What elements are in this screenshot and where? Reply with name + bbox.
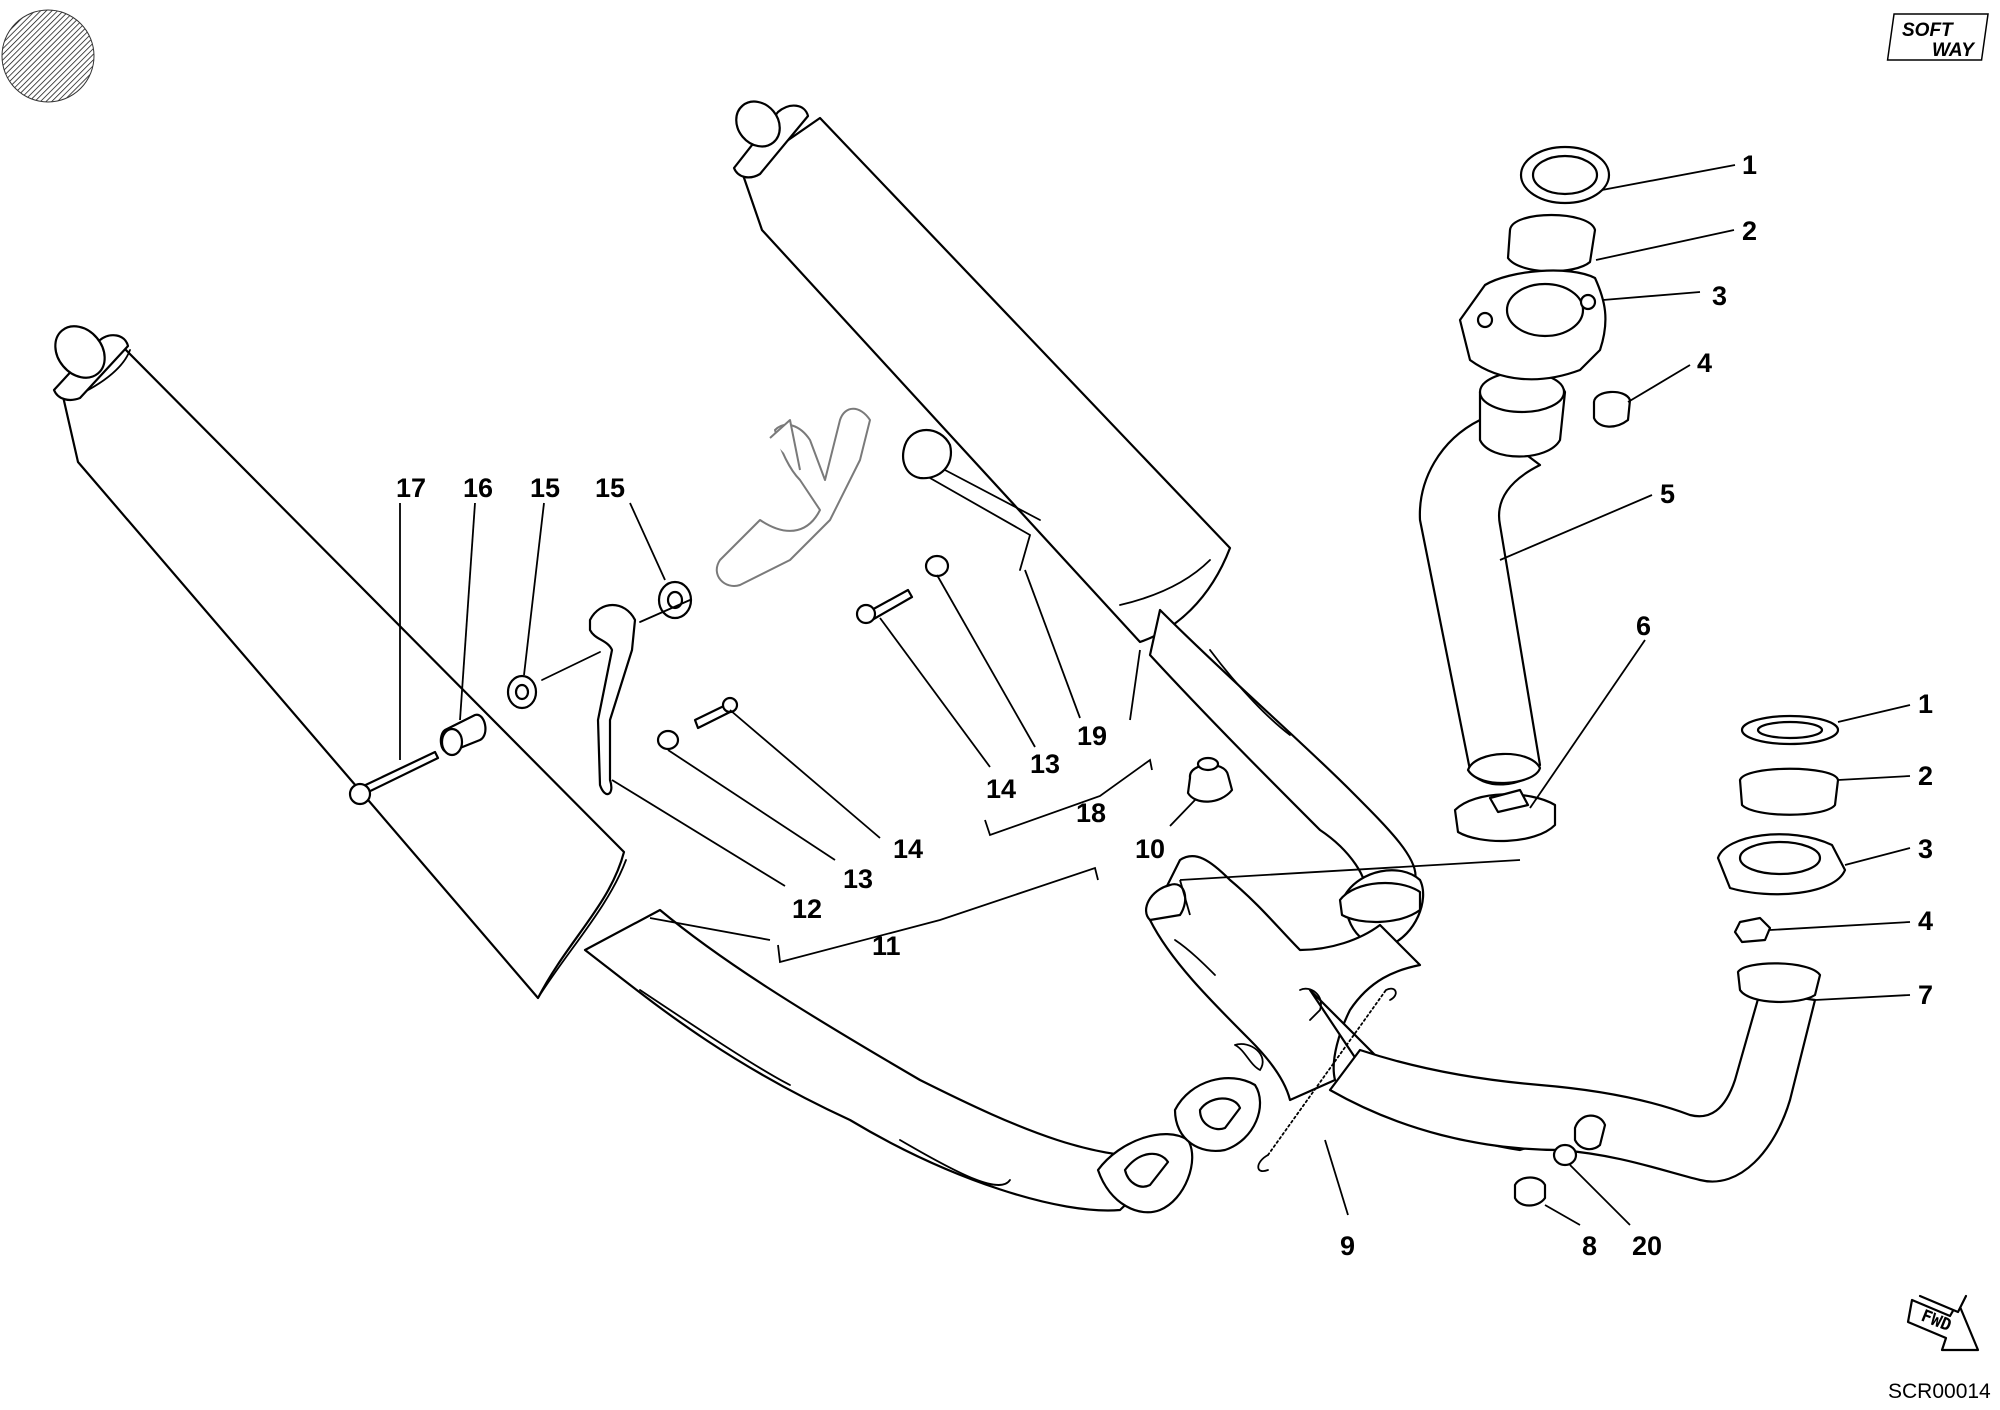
callout-12: 12 xyxy=(792,894,822,924)
hanger-strap-left xyxy=(588,604,637,796)
rubber-mount xyxy=(1186,763,1234,803)
rear-header-pipe xyxy=(1328,962,1822,1183)
corner-seal-icon xyxy=(1,9,95,103)
callout-17: 17 xyxy=(396,473,426,503)
forward-direction-arrow: FWD xyxy=(1906,1294,1980,1352)
callout-13-right: 13 xyxy=(1030,749,1060,779)
softway-logo: SOFT WAY xyxy=(1886,13,1989,61)
callout-16: 16 xyxy=(463,473,493,503)
callout-18: 18 xyxy=(1076,798,1106,828)
washer-13b xyxy=(924,554,950,578)
callout-11: 11 xyxy=(872,931,901,961)
right-silencer xyxy=(732,100,1232,644)
callout-19: 19 xyxy=(1077,721,1107,751)
nut-upper xyxy=(1592,390,1632,428)
callout-2-upper: 2 xyxy=(1742,216,1757,246)
tension-spring xyxy=(1257,987,1397,1172)
callout-4-lower: 4 xyxy=(1918,906,1933,936)
callout-14-left: 14 xyxy=(893,834,923,864)
leader-lines xyxy=(399,164,1911,1226)
sleeve-upper xyxy=(1506,214,1597,273)
callout-5: 5 xyxy=(1660,479,1675,509)
bolt-8 xyxy=(1513,1176,1547,1207)
callout-20: 20 xyxy=(1632,1231,1662,1261)
left-silencer xyxy=(52,325,627,1000)
frame-bracket-ghost xyxy=(715,407,871,587)
callout-3-upper: 3 xyxy=(1712,281,1727,311)
callout-15-right: 15 xyxy=(595,473,625,503)
washer-13a xyxy=(656,729,680,751)
callout-7: 7 xyxy=(1918,980,1933,1010)
callout-15-left: 15 xyxy=(530,473,560,503)
callout-4-upper: 4 xyxy=(1697,348,1712,378)
logo-line2: WAY xyxy=(1932,40,1976,61)
callout-1-upper: 1 xyxy=(1742,150,1757,180)
callout-2-lower: 2 xyxy=(1918,761,1933,791)
callout-1-lower: 1 xyxy=(1918,689,1933,719)
washer-20 xyxy=(1552,1143,1578,1167)
sleeve-lower xyxy=(1738,767,1840,816)
drawing-code: SCR00014 xyxy=(1888,1380,1991,1403)
callouts: 1 2 3 4 5 6 1 2 3 4 7 17 16 15 15 14 13 … xyxy=(396,150,1933,1261)
front-header-pipe xyxy=(1418,370,1567,786)
callout-13-left: 13 xyxy=(843,864,873,894)
logo-line1: SOFT xyxy=(1902,20,1954,41)
hanger-strap-right xyxy=(902,429,953,480)
pipe-clamp xyxy=(1453,788,1557,843)
callout-3-lower: 3 xyxy=(1918,834,1933,864)
callout-9: 9 xyxy=(1340,1231,1355,1261)
callout-8: 8 xyxy=(1582,1231,1597,1261)
callout-14-right: 14 xyxy=(986,774,1016,804)
callout-6: 6 xyxy=(1636,611,1651,641)
clamp-joint xyxy=(1338,881,1422,923)
nut-lower xyxy=(1733,916,1772,944)
callout-10: 10 xyxy=(1135,834,1165,864)
left-header-pipe xyxy=(583,908,1194,1214)
